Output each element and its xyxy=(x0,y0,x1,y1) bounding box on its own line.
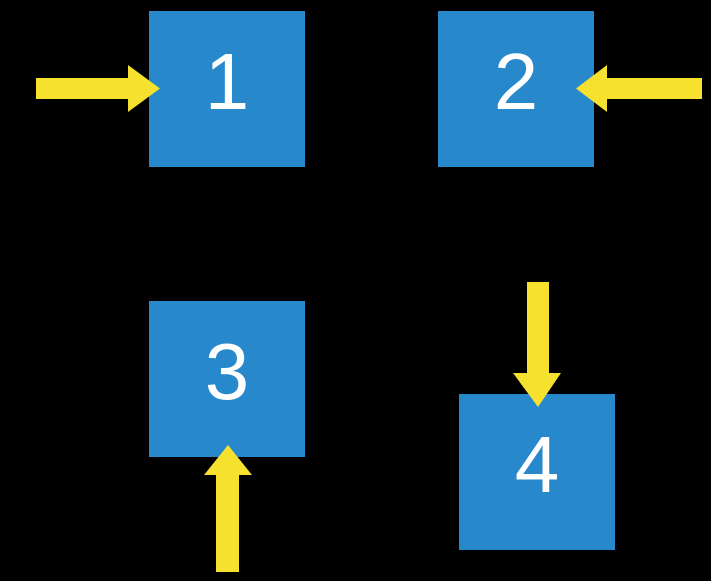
square-3: 3 xyxy=(149,301,305,457)
square-2: 2 xyxy=(438,11,594,167)
left-arrow-shape xyxy=(576,65,702,112)
right-arrow-icon xyxy=(36,65,160,112)
square-1: 1 xyxy=(149,11,305,167)
right-arrow-shape xyxy=(36,65,160,112)
up-arrow-icon xyxy=(204,445,252,572)
square-4-label: 4 xyxy=(514,420,560,509)
square-3-label: 3 xyxy=(204,327,250,416)
square-2-label: 2 xyxy=(493,37,539,126)
up-arrow-shape xyxy=(204,445,252,572)
square-1-label: 1 xyxy=(204,37,250,126)
square-4: 4 xyxy=(459,394,615,550)
down-arrow-icon xyxy=(513,282,561,407)
left-arrow-icon xyxy=(576,65,702,112)
down-arrow-shape xyxy=(513,282,561,407)
